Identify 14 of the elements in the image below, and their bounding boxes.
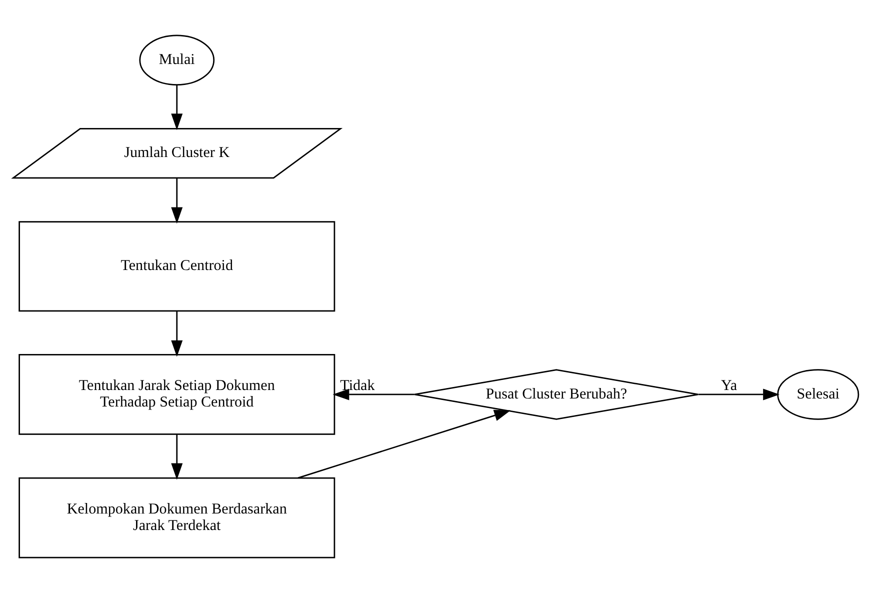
arrow: [171, 84, 183, 130]
node-box: Tentukan Centroid: [18, 220, 336, 312]
arrow: [698, 388, 780, 400]
node-box: Tentukan Jarak Setiap Dokumen Terhadap Setiap Centroid: [18, 354, 336, 434]
arrow: [171, 434, 183, 480]
node-box: Kelompokan Dokumen Berdasarkan Jarak Terdekat: [18, 476, 336, 558]
node-ellipse: Selesai: [777, 368, 860, 420]
node-ellipse: Mulai: [139, 34, 215, 85]
arrow: [171, 310, 183, 356]
arrow: [171, 178, 183, 224]
arrow: [298, 409, 511, 478]
edge-label: Tidak: [340, 378, 375, 394]
edge-label: Ya: [721, 378, 738, 394]
arrow: [332, 388, 414, 400]
